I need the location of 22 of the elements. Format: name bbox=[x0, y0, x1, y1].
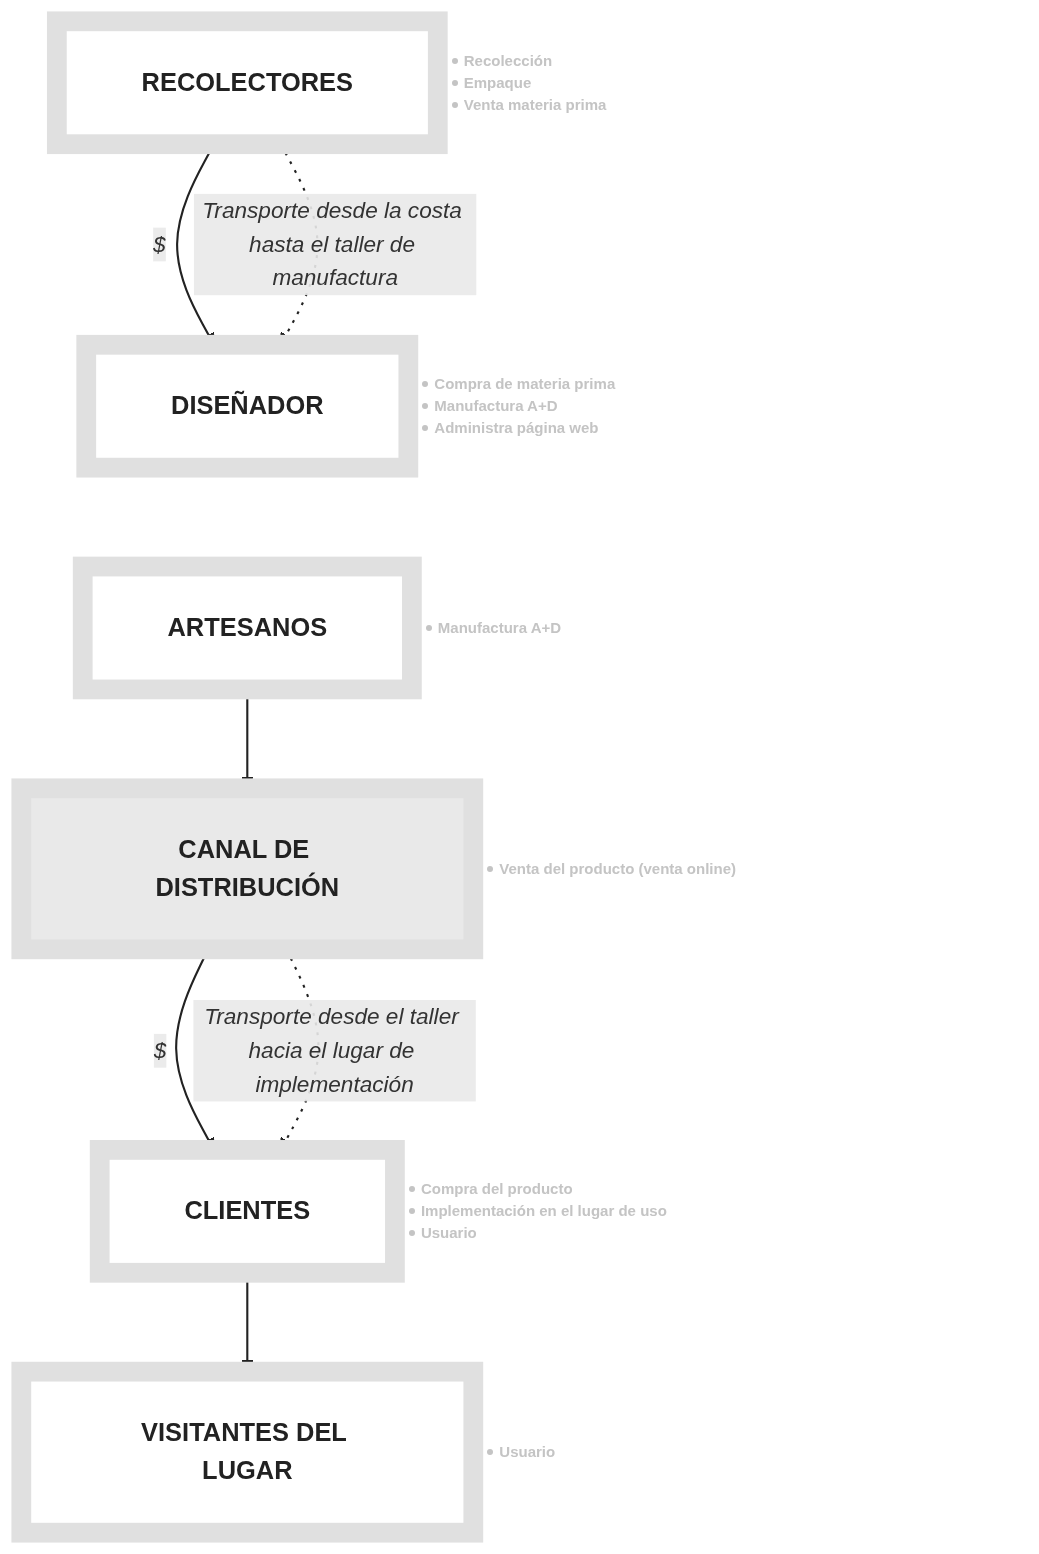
note-text: Manufactura A+D bbox=[434, 396, 558, 417]
node-box: VISITANTES DEL LUGAR bbox=[11, 1361, 484, 1543]
note-text: Recolección bbox=[463, 50, 553, 71]
edge-label: $ bbox=[153, 1038, 167, 1063]
note-text: Venta materia prima bbox=[463, 94, 607, 115]
note-text: Administra página web bbox=[434, 418, 599, 439]
note-text: Manufactura A+D bbox=[437, 617, 562, 638]
edge-label: $ bbox=[153, 231, 166, 256]
node-box: CLIENTES bbox=[89, 1140, 405, 1283]
note-text: Implementación en el lugar de uso bbox=[420, 1201, 667, 1222]
node-box: CANAL DE DISTRIBUCIÓN bbox=[11, 778, 484, 960]
note-text: Usuario bbox=[499, 1442, 556, 1463]
node-box: DISEÑADOR bbox=[76, 334, 419, 478]
note-text: Empaque bbox=[463, 72, 532, 93]
edge-label: Transporte desde el taller hacia el lugar de implementación bbox=[204, 1004, 459, 1096]
node-box: RECOLECTORES bbox=[46, 11, 448, 155]
node-box: ARTESANOS bbox=[72, 556, 422, 700]
edge-label: Transporte desde la costa hasta el taller de manufactura bbox=[202, 197, 462, 290]
note-text: Usuario bbox=[420, 1223, 477, 1244]
note-text: Compra del producto bbox=[420, 1179, 573, 1200]
note-text: Compra de materia prima bbox=[434, 374, 616, 395]
note-text: Venta del producto (venta online) bbox=[499, 858, 736, 879]
